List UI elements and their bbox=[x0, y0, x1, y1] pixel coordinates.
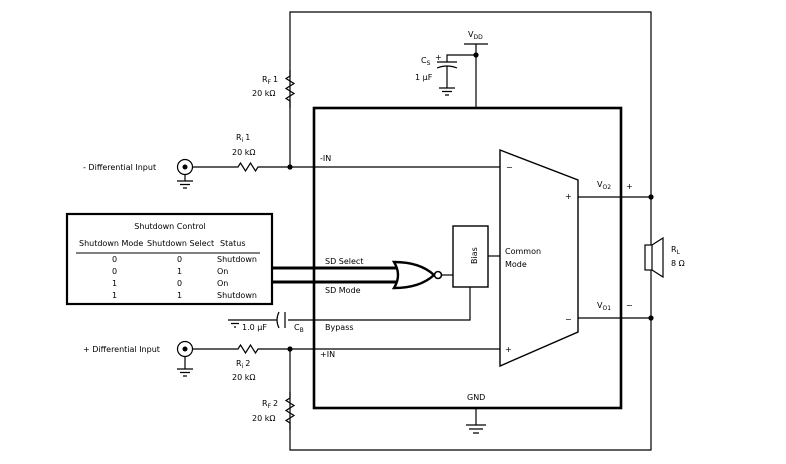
vo2-label: VO2 bbox=[597, 180, 611, 191]
cs-label: CS bbox=[421, 56, 431, 67]
speaker-minus: − bbox=[626, 301, 633, 310]
out-minus-sign: − bbox=[565, 315, 572, 324]
pin-minus-in: -IN bbox=[320, 154, 331, 163]
shutdown-control-table bbox=[65, 212, 274, 306]
pos-input-jack-center bbox=[182, 346, 188, 352]
rf2-value: 20 kΩ bbox=[252, 414, 275, 423]
speaker-cone bbox=[651, 236, 664, 279]
neg-input-label: - Differential Input bbox=[83, 163, 156, 172]
feedback-loop-top bbox=[289, 11, 652, 197]
pin-bypass: Bypass bbox=[325, 323, 354, 332]
shutdown-table-title: Shutdown Control bbox=[134, 222, 205, 231]
shutdown-cell: 0 bbox=[112, 267, 117, 276]
ri2-value: 20 kΩ bbox=[232, 373, 255, 382]
shutdown-cell: Shutdown bbox=[217, 255, 257, 264]
neg-input-ground bbox=[177, 174, 193, 189]
shutdown-cell: 1 bbox=[177, 267, 182, 276]
pos-input-ground bbox=[177, 356, 193, 377]
vo1-label: VO1 bbox=[597, 301, 611, 312]
speaker-plus: + bbox=[626, 182, 633, 191]
amp-minus-sign: − bbox=[506, 163, 513, 172]
shutdown-cell: 0 bbox=[177, 255, 182, 264]
pos-input-label: + Differential Input bbox=[83, 345, 160, 354]
bias-label: Bias bbox=[470, 247, 479, 264]
nor-bubble bbox=[433, 270, 443, 280]
ic-body bbox=[312, 106, 623, 410]
pin-sd-select: SD Select bbox=[325, 257, 363, 266]
cs-value: 1 µF bbox=[415, 73, 433, 82]
nor-gate bbox=[391, 260, 436, 290]
neg-input-jack-center bbox=[182, 164, 188, 170]
cb-ground bbox=[228, 319, 277, 328]
feedback-loop-bottom bbox=[289, 318, 652, 451]
common-label: Common bbox=[505, 247, 541, 256]
rf1-resistor bbox=[284, 70, 296, 108]
mode-label: Mode bbox=[505, 260, 527, 269]
shutdown-header-select: Shutdown Select bbox=[147, 239, 214, 248]
out-plus-sign: + bbox=[565, 192, 572, 201]
rf2-resistor bbox=[284, 392, 296, 430]
amp-plus-sign: + bbox=[505, 345, 512, 354]
rf1-value: 20 kΩ bbox=[252, 89, 275, 98]
junction-plus-in bbox=[287, 346, 293, 352]
ri1-resistor bbox=[232, 161, 264, 173]
shutdown-cell: 1 bbox=[112, 291, 117, 300]
cb-capacitor bbox=[276, 311, 286, 329]
bypass-wire bbox=[288, 287, 471, 321]
shutdown-header-status: Status bbox=[220, 239, 246, 248]
shutdown-cell: 1 bbox=[177, 291, 182, 300]
ic-ground bbox=[466, 408, 486, 434]
amplifier-block bbox=[499, 148, 579, 368]
cb-value: 1.0 µF bbox=[242, 323, 267, 332]
shutdown-cell: 0 bbox=[112, 255, 117, 264]
rl-value: 8 Ω bbox=[671, 259, 685, 268]
shutdown-cell: On bbox=[217, 279, 228, 288]
pin-plus-in: +IN bbox=[320, 350, 335, 359]
shutdown-cell: On bbox=[217, 267, 228, 276]
rl-label: RL bbox=[671, 245, 681, 256]
ri2-resistor bbox=[232, 343, 264, 355]
ri1-value: 20 kΩ bbox=[232, 148, 255, 157]
cb-label: CB bbox=[294, 323, 304, 334]
junction-minus-in bbox=[287, 164, 293, 170]
pin-sd-mode: SD Mode bbox=[325, 286, 361, 295]
cs-ground bbox=[439, 66, 455, 96]
shutdown-cell: 1 bbox=[112, 279, 117, 288]
vdd-label: VDD bbox=[468, 30, 483, 41]
pin-gnd: GND bbox=[467, 393, 485, 402]
shutdown-cell: 0 bbox=[177, 279, 182, 288]
shutdown-cell: Shutdown bbox=[217, 291, 257, 300]
shutdown-header-mode: Shutdown Mode bbox=[79, 239, 143, 248]
vdd-wire bbox=[446, 44, 477, 108]
speaker-icon bbox=[644, 244, 653, 271]
cs-plus: + bbox=[435, 53, 442, 62]
